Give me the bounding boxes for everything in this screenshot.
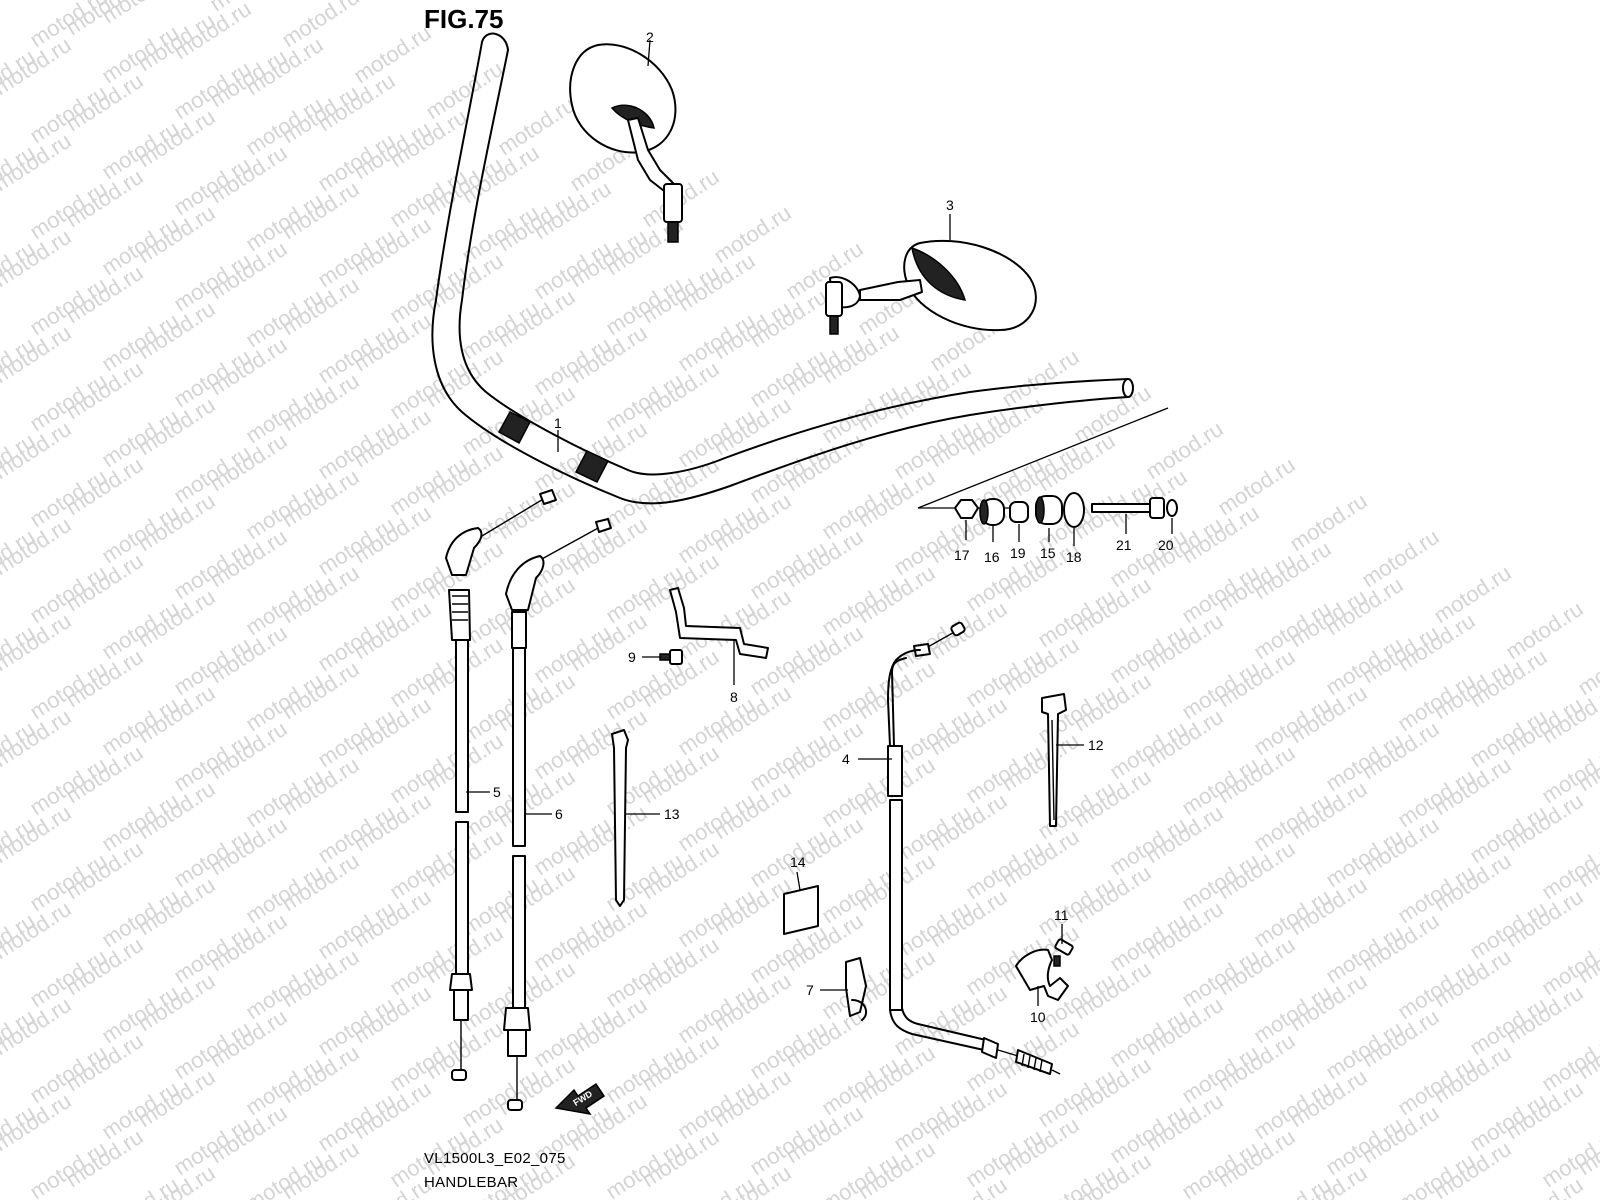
callouts: 1 2 3 4 5 6 7 8 9 10 11 12 13 14 15 16 1… — [493, 29, 1174, 1025]
callout-7: 7 — [806, 982, 814, 998]
callout-17: 17 — [954, 547, 970, 563]
cable-tie-13[interactable] — [611, 729, 629, 907]
bolt-11[interactable] — [1053, 938, 1074, 967]
leader-lines — [466, 39, 1173, 1006]
washer-20[interactable] — [1166, 499, 1178, 517]
weight-16[interactable] — [979, 498, 1005, 526]
callout-12: 12 — [1088, 737, 1104, 753]
clutch-cable-4[interactable] — [887, 621, 1061, 1075]
cable-guide-8[interactable] — [669, 587, 769, 659]
knurled-grip-band — [497, 411, 610, 483]
callout-3: 3 — [946, 197, 954, 213]
callout-8: 8 — [730, 689, 738, 705]
callout-18: 18 — [1066, 549, 1082, 565]
bolt-21[interactable] — [1091, 497, 1165, 519]
callout-4: 4 — [842, 751, 850, 767]
callout-14: 14 — [790, 854, 806, 870]
callout-13: 13 — [664, 806, 680, 822]
label-sticker-14[interactable] — [783, 885, 819, 935]
callout-21: 21 — [1116, 537, 1132, 553]
mirror-left[interactable] — [569, 43, 683, 243]
callout-19: 19 — [1010, 545, 1026, 561]
callout-11: 11 — [1054, 907, 1069, 923]
forward-arrow: FWD — [554, 1082, 606, 1116]
handlebar[interactable] — [431, 32, 1134, 505]
callout-20: 20 — [1158, 537, 1174, 553]
callout-16: 16 — [984, 549, 1000, 565]
nut-17[interactable] — [954, 499, 979, 519]
callout-10: 10 — [1030, 1009, 1046, 1025]
callout-1: 1 — [554, 415, 562, 431]
bar-end-assembly — [917, 407, 1178, 528]
callout-5: 5 — [493, 784, 501, 800]
callout-9: 9 — [628, 649, 636, 665]
figure-name: HANDLEBAR — [424, 1174, 519, 1191]
weight-15[interactable] — [1035, 495, 1063, 525]
clamp-7[interactable] — [845, 957, 868, 1021]
figure-code: VL1500L3_E02_075 — [424, 1150, 566, 1167]
throttle-cable-5[interactable] — [445, 489, 557, 1081]
bolt-9[interactable] — [659, 649, 683, 665]
mirror-right[interactable] — [825, 239, 1037, 335]
collar-19[interactable] — [1009, 501, 1029, 523]
throttle-cable-6[interactable] — [503, 518, 612, 1111]
callout-15: 15 — [1040, 545, 1056, 561]
bracket-10[interactable] — [1015, 948, 1069, 1001]
callout-6: 6 — [555, 806, 563, 822]
callout-2: 2 — [646, 29, 654, 45]
cable-tie-12[interactable] — [1041, 693, 1067, 827]
cap-18[interactable] — [1063, 492, 1085, 528]
figure-title: FIG.75 — [424, 4, 504, 34]
